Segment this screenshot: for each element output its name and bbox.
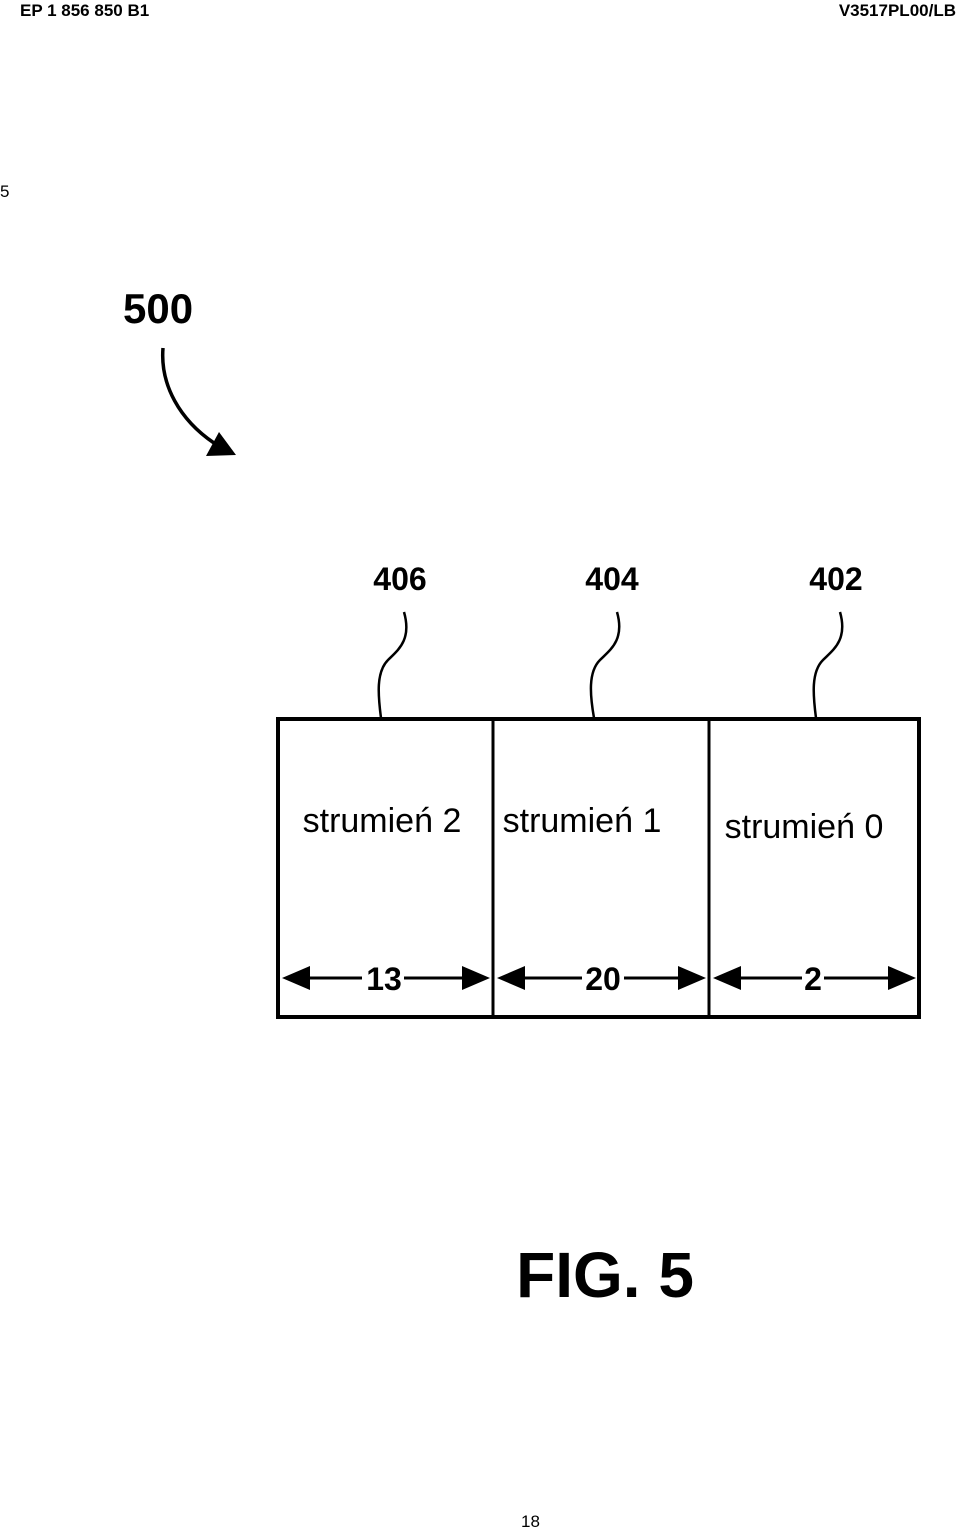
line-number: 5	[0, 182, 10, 201]
ref-404-label: 404	[585, 561, 639, 597]
ref-500-arrow-head	[206, 432, 236, 456]
dim-20-arrow-right	[678, 966, 706, 990]
dim-2-arrow-right	[888, 966, 916, 990]
leader-404	[589, 611, 621, 719]
page-number: 18	[521, 1512, 540, 1531]
dim-2-arrow-left	[713, 966, 741, 990]
dim-13-arrow-right	[462, 966, 490, 990]
dim-13-label: 13	[366, 961, 402, 997]
ref-500-label: 500	[123, 285, 193, 332]
dim-20-arrow-left	[497, 966, 525, 990]
leader-402	[812, 611, 844, 719]
document-code: V3517PL00/LB	[838, 1, 956, 20]
figure-caption: FIG. 5	[516, 1239, 694, 1311]
dim-13-arrow-left	[282, 966, 310, 990]
dim-2-label: 2	[804, 961, 822, 997]
leader-406	[377, 611, 408, 719]
stream-1-label: strumień 1	[503, 802, 662, 840]
stream-2-label: strumień 2	[303, 802, 462, 840]
ref-406-label: 406	[373, 561, 426, 597]
stream-0-label: strumień 0	[725, 808, 884, 846]
ref-402-label: 402	[809, 561, 862, 597]
stream-block-outline	[276, 717, 921, 1019]
dim-20-label: 20	[585, 961, 621, 997]
ref-500-arrow-line	[160, 347, 215, 445]
patent-number: EP 1 856 850 B1	[20, 1, 150, 20]
